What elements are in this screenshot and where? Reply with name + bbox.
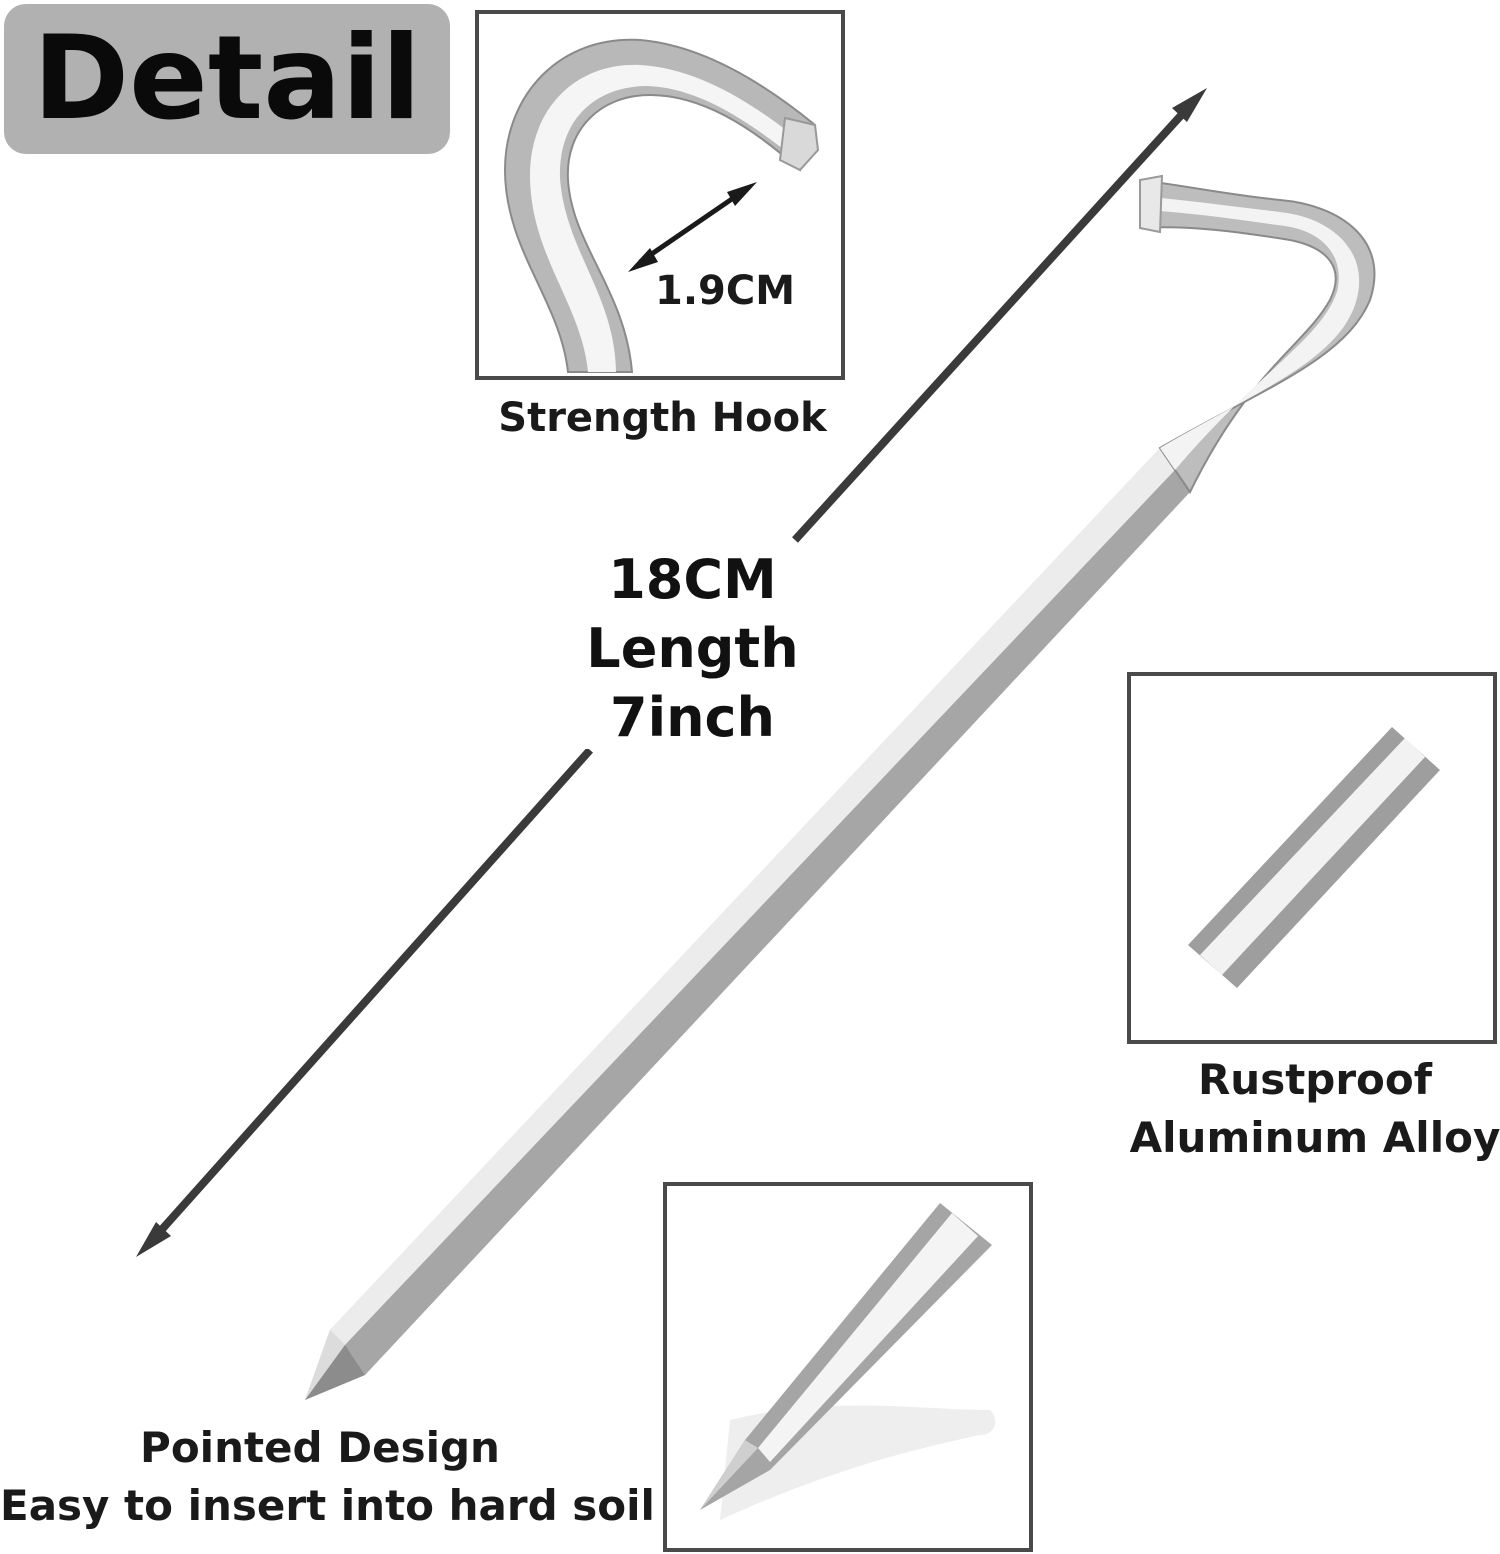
hook-detail-frame bbox=[475, 10, 845, 380]
material-caption-line2: Aluminum Alloy bbox=[1129, 1113, 1500, 1162]
length-inch-label: 7inch bbox=[560, 686, 825, 749]
hook-caption: Strength Hook bbox=[498, 395, 827, 441]
detail-title: Detail bbox=[32, 11, 422, 146]
length-cm-label: 18CM bbox=[560, 548, 825, 611]
alloy-detail-frame bbox=[1127, 672, 1497, 1044]
stake-hook bbox=[1139, 174, 1376, 494]
stake-shaft bbox=[305, 448, 1190, 1400]
length-arrow bbox=[136, 88, 1207, 1257]
tip-detail-frame bbox=[663, 1182, 1033, 1552]
hook-dimension-label: 1.9CM bbox=[655, 268, 796, 314]
tip-caption-line2: Easy to insert into hard soil bbox=[0, 1481, 655, 1530]
tip-caption-line1: Pointed Design bbox=[140, 1423, 500, 1472]
detail-badge bbox=[4, 4, 450, 154]
length-label: Length bbox=[560, 617, 825, 680]
material-caption-line1: Rustproof bbox=[1197, 1055, 1433, 1104]
